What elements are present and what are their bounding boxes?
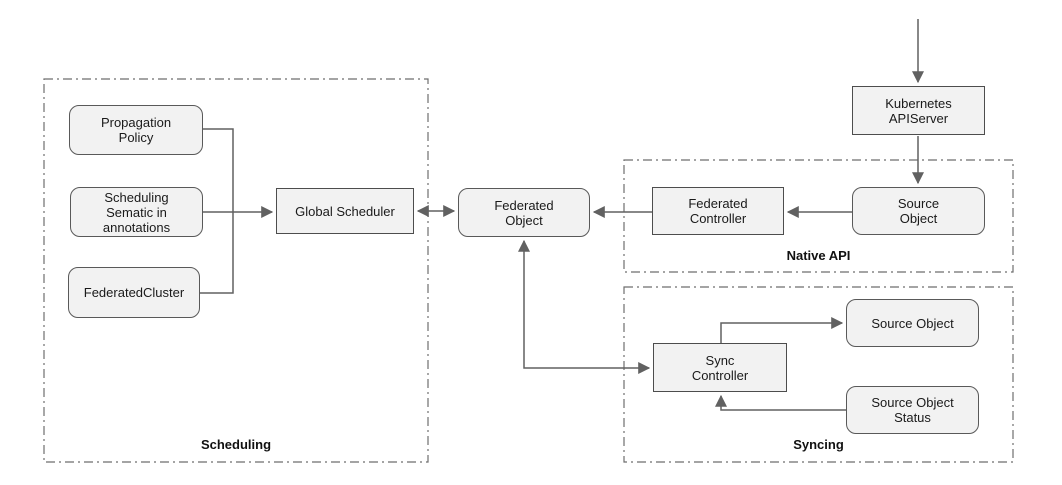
- node-label: Sync Controller: [691, 352, 749, 383]
- node-federated-controller: Federated Controller: [652, 187, 784, 235]
- node-federated-cluster: FederatedCluster: [68, 267, 200, 318]
- edge-sync-controller-to-source-object: [720, 317, 844, 343]
- node-propagation-policy: Propagation Policy: [69, 105, 203, 155]
- group-label-native-api: Native API: [786, 248, 851, 263]
- node-source-object-native: Source Object: [852, 187, 985, 235]
- node-label: Source Object: [897, 196, 940, 226]
- group-label-syncing: Syncing: [793, 437, 844, 452]
- node-sync-controller: Sync Controller: [653, 343, 787, 392]
- node-label: Scheduling Sematic in annotations: [102, 189, 171, 235]
- node-kubernetes-apiserver: Kubernetes APIServer: [852, 86, 985, 135]
- node-source-object-status: Source Object Status: [846, 386, 979, 434]
- node-label: Kubernetes APIServer: [885, 95, 952, 126]
- edge-status-to-sync-controller: [715, 394, 846, 411]
- node-label: Federated Object: [494, 197, 554, 228]
- node-global-scheduler: Global Scheduler: [276, 188, 414, 234]
- node-source-object-syncing: Source Object: [846, 299, 979, 347]
- node-scheduling-sematic: Scheduling Sematic in annotations: [70, 187, 203, 237]
- group-native-api-border: [623, 159, 1014, 273]
- node-federated-object: Federated Object: [458, 188, 590, 237]
- node-label: Source Object Status: [871, 395, 954, 425]
- group-scheduling-border: [43, 78, 429, 463]
- node-label: Global Scheduler: [295, 203, 395, 219]
- node-label: Propagation Policy: [100, 115, 172, 145]
- node-label: Federated Controller: [688, 196, 748, 226]
- edge-federated-object-sync-controller: [518, 239, 651, 374]
- node-label: FederatedCluster: [83, 285, 185, 300]
- group-label-scheduling: Scheduling: [200, 437, 272, 452]
- node-label: Source Object: [871, 315, 954, 331]
- group-syncing-border: [623, 286, 1014, 463]
- edge-policy-cluster-junction: [200, 128, 234, 294]
